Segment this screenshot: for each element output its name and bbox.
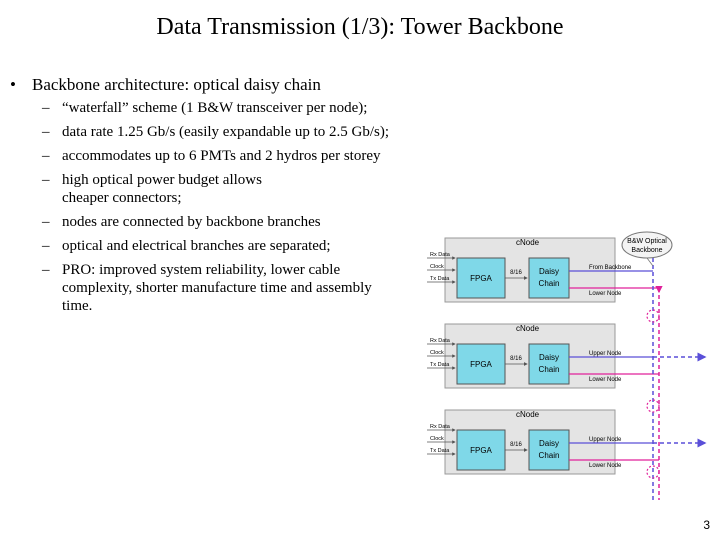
fpga-label: FPGA	[470, 274, 492, 283]
fpga-box	[456, 429, 506, 471]
dash-marker: –	[42, 100, 50, 116]
daisy-chain-box	[528, 429, 570, 471]
input-label: Rx Data	[430, 252, 451, 258]
dash-marker: –	[42, 172, 50, 188]
link-label: 8/16	[510, 442, 522, 448]
daisy-label: Chain	[539, 279, 560, 288]
input-label: Clock	[430, 436, 444, 442]
callout-line-1: B&W Optical	[627, 238, 667, 245]
bottom-output-label: Lower Node	[589, 291, 622, 297]
input-label: Rx Data	[430, 338, 451, 344]
top-output-label: Upper Node	[589, 351, 622, 357]
fpga-label: FPGA	[470, 446, 492, 455]
daisy-label: Daisy	[539, 353, 559, 362]
main-bullet: • Backbone architecture: optical daisy ch…	[10, 75, 321, 95]
callout-line-2: Backbone	[631, 247, 662, 254]
sub-bullet-text: data rate 1.25 Gb/s (easily expandable u…	[62, 124, 389, 140]
sub-bullet-text: complexity, shorter manufacture time and…	[62, 280, 372, 296]
input-label: Tx Data	[430, 448, 450, 454]
link-label: 8/16	[510, 356, 522, 362]
dash-marker: –	[42, 214, 50, 230]
sub-bullet-text: nodes are connected by backbone branches	[62, 214, 321, 230]
sub-bullet-text: accommodates up to 6 PMTs and 2 hydros p…	[62, 148, 381, 164]
bottom-output-label: Lower Node	[589, 463, 622, 469]
callout: B&W Optical Backbone	[621, 231, 673, 267]
daisy-label: Chain	[539, 365, 560, 374]
dash-marker: –	[42, 124, 50, 140]
cnode-label: cNode	[516, 324, 540, 333]
bottom-output-label: Lower Node	[589, 377, 622, 383]
daisy-label: Daisy	[539, 439, 559, 448]
sub-bullet-text: high optical power budget allows	[62, 172, 262, 188]
page-number: 3	[703, 518, 710, 532]
input-label: Clock	[430, 264, 444, 270]
slide-title: Data Transmission (1/3): Tower Backbone	[156, 14, 564, 40]
link-label: 8/16	[510, 270, 522, 276]
input-label: Tx Data	[430, 362, 450, 368]
sub-bullet-text: optical and electrical branches are sepa…	[62, 238, 331, 254]
main-bullet-text: Backbone architecture: optical daisy cha…	[32, 75, 321, 94]
dash-marker: –	[42, 148, 50, 164]
top-output-label: From Backbone	[589, 265, 632, 271]
cnode-label: cNode	[516, 238, 540, 247]
dash-marker: –	[42, 262, 50, 278]
fpga-box	[456, 343, 506, 385]
splice-marker	[646, 399, 660, 413]
fpga-label: FPGA	[470, 360, 492, 369]
sub-bullet-text: time.	[62, 298, 93, 314]
input-label: Tx Data	[430, 276, 450, 282]
sub-bullet-text: “waterfall” scheme (1 B&W transceiver pe…	[62, 100, 368, 116]
splice-marker	[646, 465, 660, 479]
fpga-box	[456, 257, 506, 299]
bullet-marker: •	[10, 75, 16, 94]
input-label: Clock	[430, 350, 444, 356]
sub-bullet-text: PRO: improved system reliability, lower …	[62, 262, 341, 278]
top-output-label: Upper Node	[589, 437, 622, 443]
daisy-label: Daisy	[539, 267, 559, 276]
dash-marker: –	[42, 238, 50, 254]
input-label: Rx Data	[430, 424, 451, 430]
daisy-label: Chain	[539, 451, 560, 460]
sub-bullet-text: cheaper connectors;	[62, 190, 182, 206]
daisy-chain-box	[528, 257, 570, 299]
splice-marker	[646, 309, 660, 323]
daisy-chain-box	[528, 343, 570, 385]
cnode-label: cNode	[516, 410, 540, 419]
